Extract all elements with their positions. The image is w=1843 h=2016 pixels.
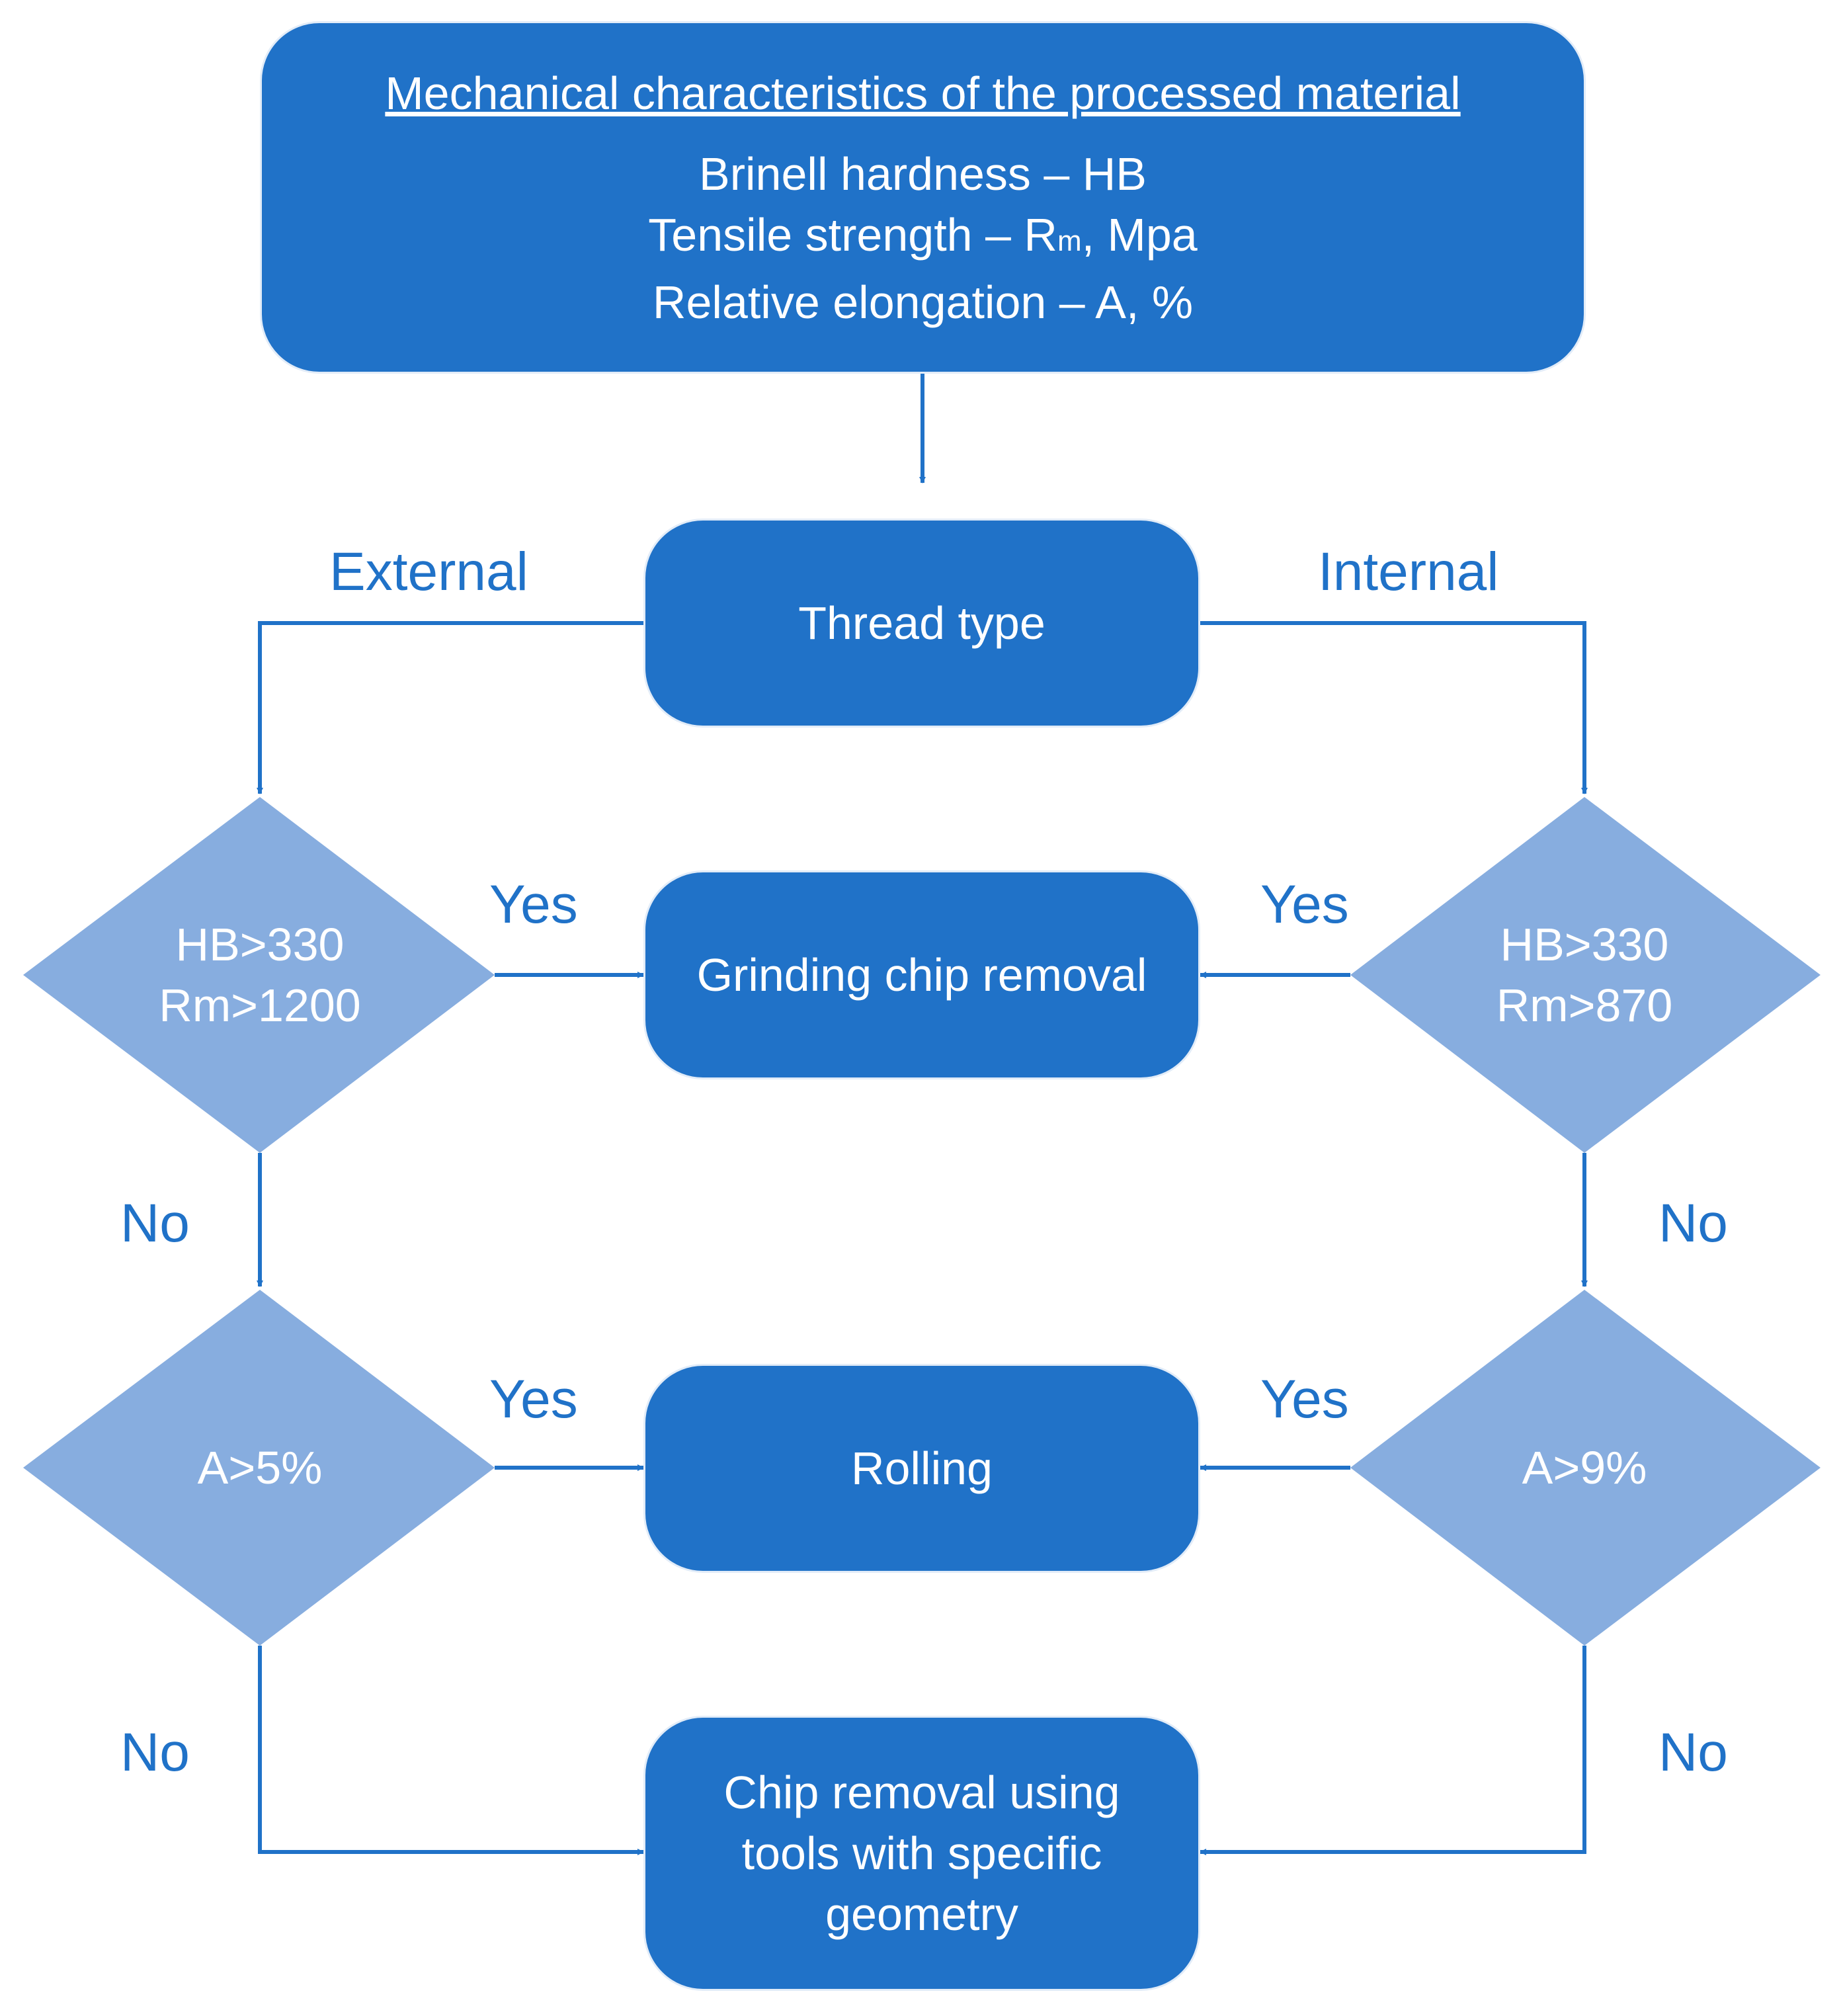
chip-removal-box: Chip removal using tools with specific g… — [643, 1716, 1200, 1991]
decision-int-hard-line-1: HB>330 — [1500, 919, 1669, 970]
decision-ext-hard-line-2: Rm>1200 — [159, 980, 361, 1031]
decision-int-hard: HB>330 Rm>870 — [1419, 909, 1750, 1041]
arrow-ext-elong-no — [258, 1646, 644, 1855]
chip-removal-line-3: geometry — [825, 1888, 1018, 1940]
chip-removal-line-2: tools with specific — [741, 1827, 1102, 1879]
decision-int-elong-shape — [1350, 1290, 1821, 1646]
decision-ext-hard-line-1: HB>330 — [175, 919, 345, 970]
decision-ext-elong-label: A>5% — [197, 1442, 323, 1493]
decision-int-hard-shape — [1350, 797, 1821, 1153]
decision-int-elong-label: A>9% — [1522, 1442, 1647, 1493]
decision-ext-hard: HB>330 Rm>1200 — [95, 909, 425, 1041]
arrow-int-elong-no — [1200, 1646, 1586, 1855]
yes-label-ext-hard: Yes — [489, 874, 578, 935]
thread-type-box: Thread type — [643, 519, 1200, 728]
grinding-chip-removal-box: Grinding chip removal — [643, 870, 1200, 1079]
decision-ext-hard-shape — [23, 797, 495, 1153]
no-label-ext-hard: No — [120, 1193, 190, 1253]
grinding-chip-removal-label: Grinding chip removal — [696, 949, 1147, 1001]
tensile-strength-text: Tensile strength – R — [648, 208, 1057, 261]
decision-int-elong: A>9% — [1419, 1435, 1750, 1501]
rolling-label: Rolling — [851, 1443, 993, 1494]
yes-label-int-elong: Yes — [1260, 1369, 1349, 1429]
tensile-strength-unit: , Mpa — [1081, 208, 1198, 261]
thread-type-label: Thread type — [798, 597, 1045, 649]
no-label-ext-elong: No — [120, 1722, 190, 1783]
arrow-thread-to-ext — [257, 621, 643, 794]
no-label-int-elong: No — [1659, 1722, 1728, 1783]
chip-removal-line-1: Chip removal using — [723, 1767, 1120, 1818]
material-characteristics-box: Mechanical characteristics of the proces… — [260, 21, 1586, 374]
tensile-strength-subscript: m — [1057, 224, 1082, 257]
no-label-int-hard: No — [1659, 1193, 1728, 1253]
rolling-box: Rolling — [643, 1364, 1200, 1573]
brinell-hardness-line: Brinell hardness – HB — [699, 147, 1147, 200]
decision-ext-elong-shape — [23, 1290, 495, 1646]
tensile-strength-line: Tensile strength – Rm, Mpa — [648, 204, 1197, 272]
decision-int-hard-line-2: Rm>870 — [1496, 980, 1673, 1031]
relative-elongation-line: Relative elongation – A, % — [652, 276, 1194, 328]
yes-label-ext-elong: Yes — [489, 1369, 578, 1429]
internal-label: Internal — [1318, 542, 1499, 602]
yes-label-int-hard: Yes — [1260, 874, 1349, 935]
external-label: External — [329, 542, 528, 602]
arrow-thread-to-int — [1200, 621, 1588, 794]
decision-ext-elong: A>5% — [95, 1435, 425, 1501]
material-characteristics-title: Mechanical characteristics of the proces… — [385, 67, 1461, 119]
